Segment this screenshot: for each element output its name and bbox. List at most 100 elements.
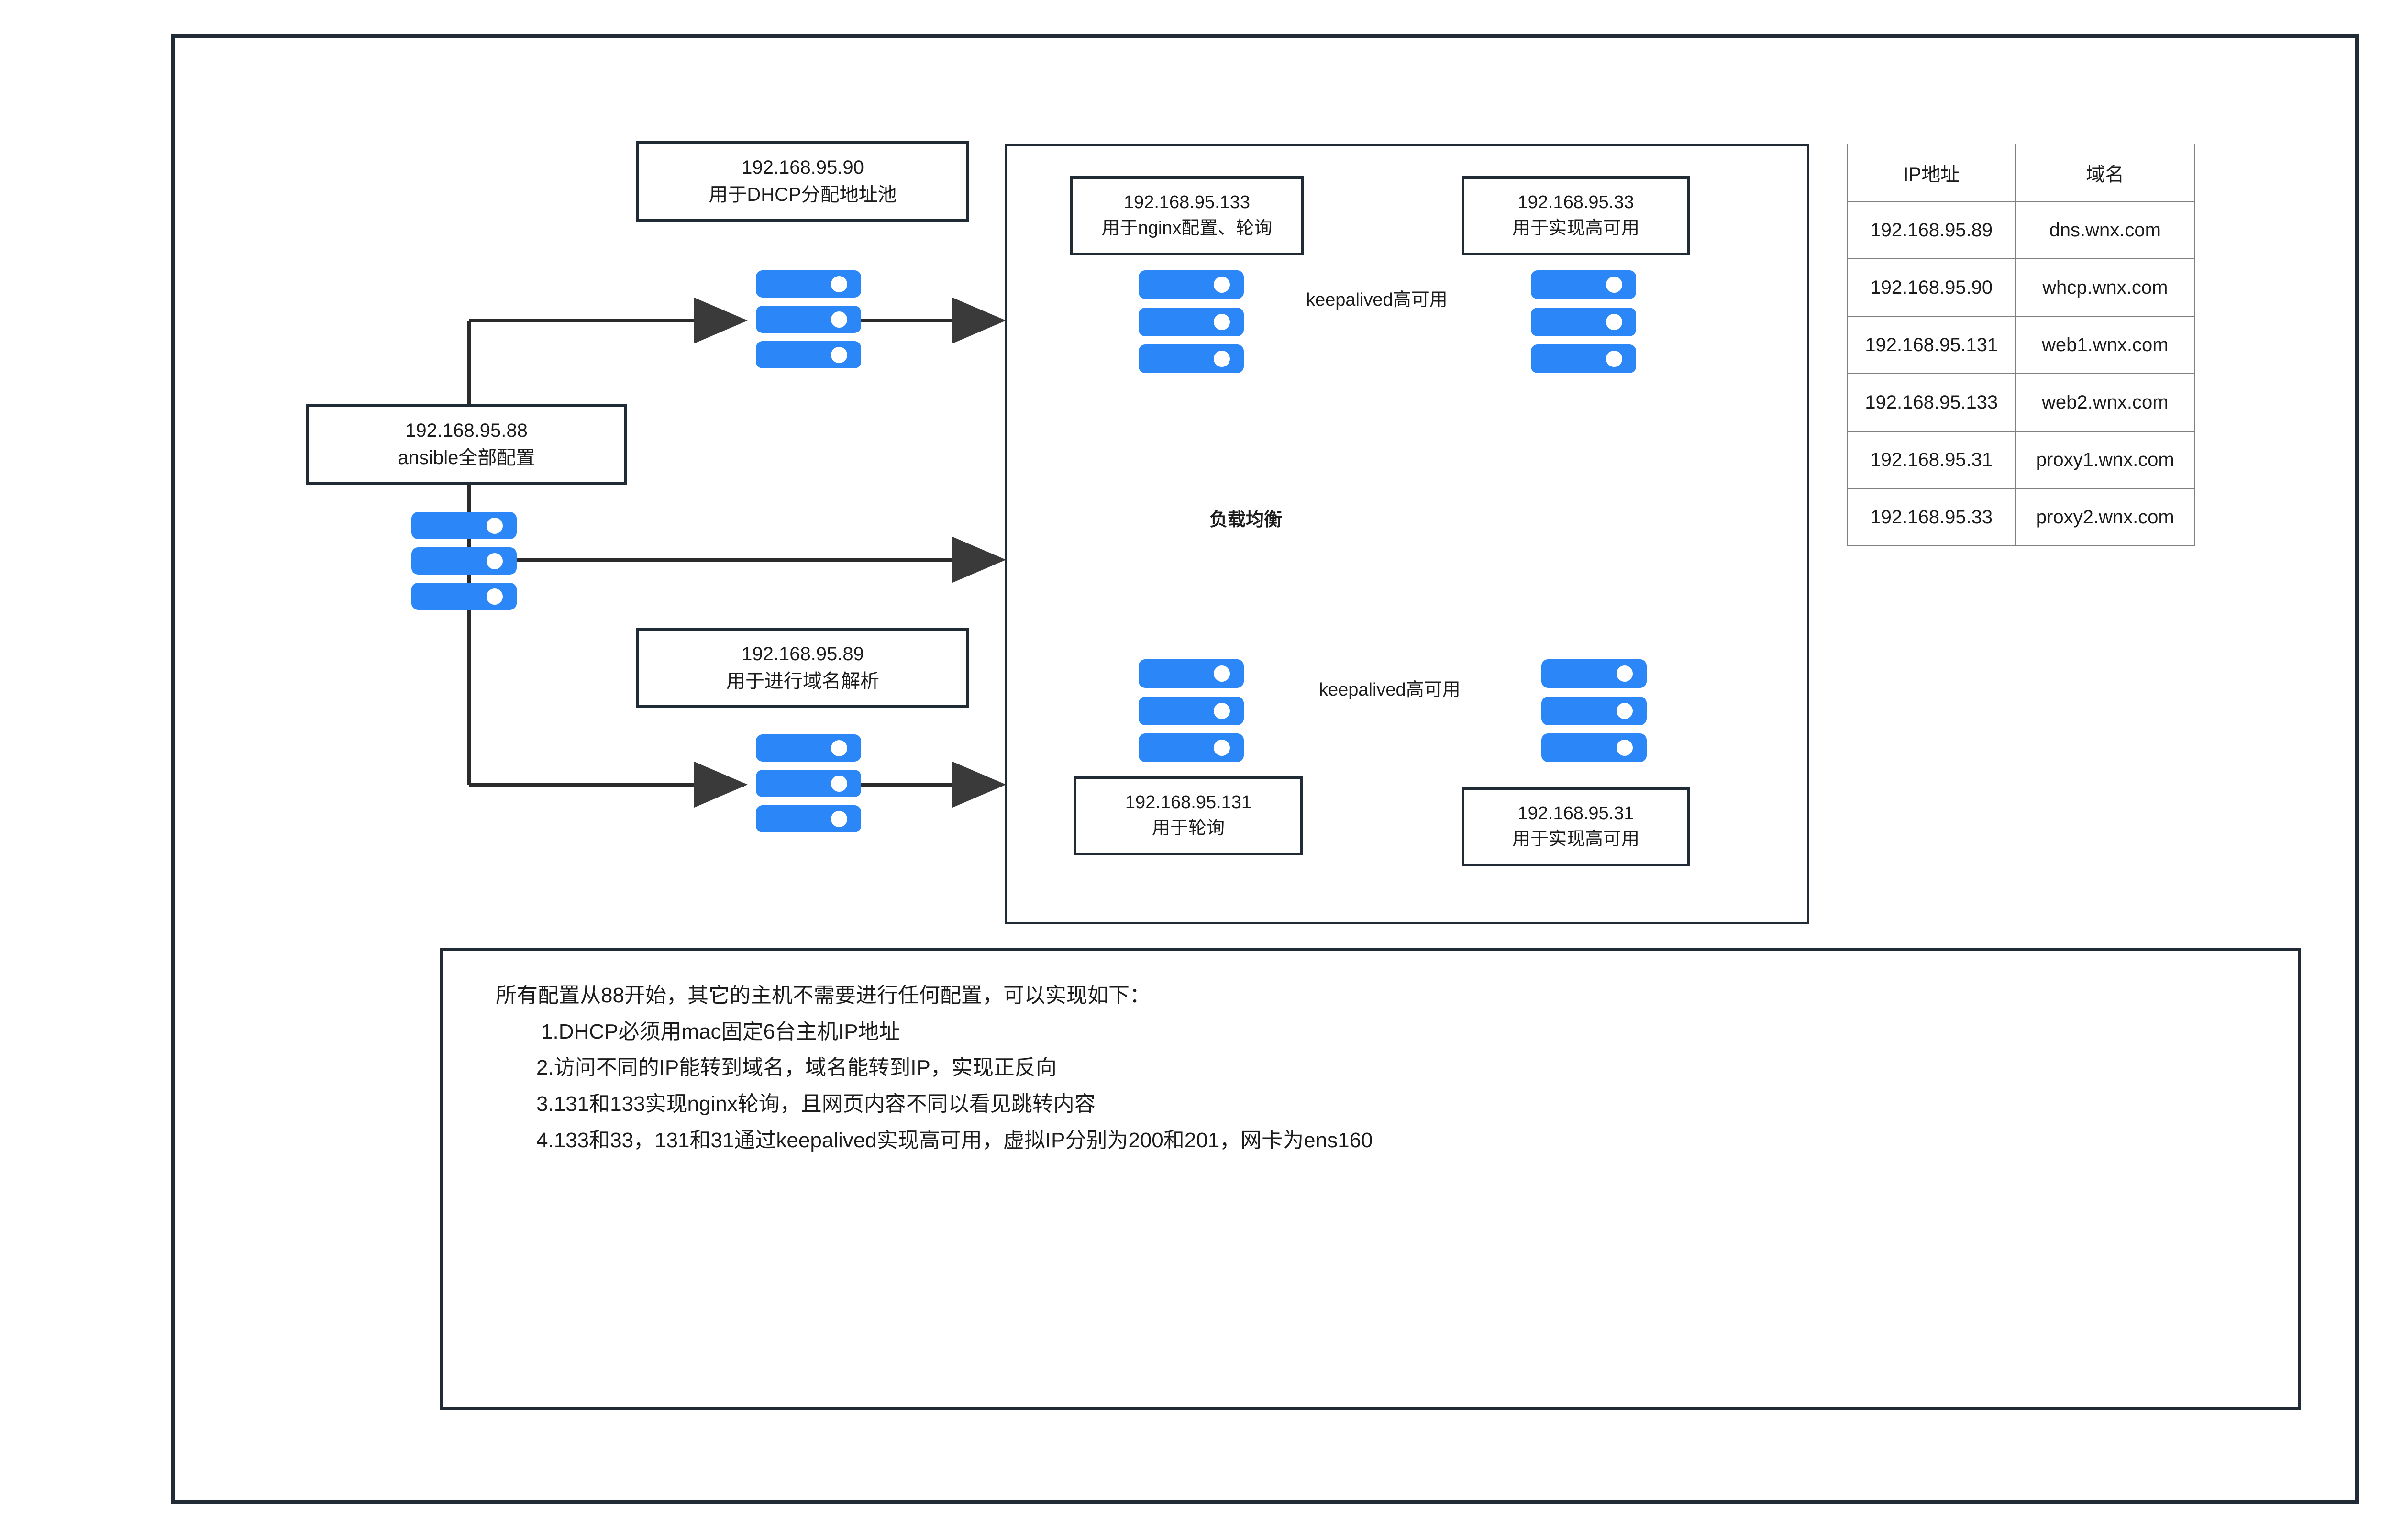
server-unit: [1139, 696, 1244, 725]
info-box-ansible: 192.168.95.88 ansible全部配置: [306, 404, 627, 485]
table-cell-domain: proxy1.wnx.com: [2015, 431, 2195, 489]
server-led-icon: [831, 276, 848, 292]
table-row: 192.168.95.33 proxy2.wnx.com: [1847, 488, 2195, 546]
server-unit: [411, 547, 517, 575]
server-led-icon: [831, 775, 848, 792]
table-cell-ip: 192.168.95.131: [1847, 316, 2016, 374]
server-led-icon: [1617, 740, 1633, 756]
table-row: 192.168.95.90 whcp.wnx.com: [1847, 258, 2195, 317]
server-unit: [1531, 270, 1636, 299]
table-cell-ip: 192.168.95.33: [1847, 488, 2016, 546]
table-cell-domain: proxy2.wnx.com: [2015, 488, 2195, 546]
table-cell-domain: dns.wnx.com: [2015, 201, 2195, 259]
server-led-icon: [1606, 313, 1623, 330]
notes-panel: 所有配置从88开始，其它的主机不需要进行任何配置，可以实现如下： 1.DHCP必…: [440, 948, 2301, 1410]
server-stack-web2: [1139, 270, 1244, 373]
table-row: 192.168.95.31 proxy1.wnx.com: [1847, 431, 2195, 489]
server-unit: [1541, 659, 1647, 688]
server-stack-ansible: [411, 512, 517, 610]
server-led-icon: [1617, 702, 1633, 719]
server-led-icon: [1617, 665, 1633, 682]
server-unit: [1531, 344, 1636, 373]
info-box-dns-ip: 192.168.95.89: [742, 643, 864, 665]
info-box-proxy1-ip: 192.168.95.31: [1517, 803, 1634, 824]
server-unit: [756, 734, 861, 762]
server-unit: [1139, 733, 1244, 762]
info-box-web2-ip: 192.168.95.133: [1123, 192, 1251, 213]
info-box-proxy2-desc: 用于实现高可用: [1512, 218, 1639, 238]
server-unit: [1541, 696, 1647, 725]
table-row: 192.168.95.131 web1.wnx.com: [1847, 316, 2195, 374]
table-cell-domain: web1.wnx.com: [2015, 316, 2195, 374]
info-box-web1-desc: 用于轮询: [1152, 818, 1225, 838]
server-led-icon: [1214, 313, 1230, 330]
server-led-icon: [1214, 740, 1230, 756]
server-led-icon: [831, 740, 848, 756]
server-unit: [1139, 270, 1244, 299]
server-led-icon: [1214, 277, 1230, 293]
table-header-domain: 域名: [2015, 144, 2195, 202]
server-stack-dhcp: [756, 270, 861, 368]
server-led-icon: [831, 810, 848, 827]
server-unit: [756, 270, 861, 298]
info-box-proxy2: 192.168.95.33 用于实现高可用: [1462, 176, 1690, 255]
info-box-dns-desc: 用于进行域名解析: [726, 671, 879, 692]
info-box-proxy1: 192.168.95.31 用于实现高可用: [1462, 787, 1690, 866]
edge-label-keepalived-top: keepalived高可用: [1306, 290, 1448, 310]
server-unit: [756, 805, 861, 832]
server-led-icon: [831, 346, 848, 363]
server-unit: [1541, 733, 1647, 762]
info-box-ansible-ip: 192.168.95.88: [405, 420, 528, 442]
server-stack-proxy2: [1531, 270, 1636, 373]
server-led-icon: [1214, 665, 1230, 682]
server-unit: [1139, 659, 1244, 688]
edge-label-keepalived-bottom: keepalived高可用: [1319, 680, 1461, 700]
table-cell-ip: 192.168.95.31: [1847, 431, 2016, 489]
server-led-icon: [831, 311, 848, 328]
info-box-proxy1-desc: 用于实现高可用: [1512, 829, 1639, 849]
table-cell-ip: 192.168.95.89: [1847, 201, 2016, 259]
info-box-web1-ip: 192.168.95.131: [1125, 792, 1252, 813]
info-box-web2-desc: 用于nginx配置、轮询: [1101, 218, 1273, 238]
table-row: 192.168.95.133 web2.wnx.com: [1847, 373, 2195, 432]
info-box-web1: 192.168.95.131 用于轮询: [1074, 776, 1303, 855]
server-unit: [1139, 344, 1244, 373]
server-unit: [756, 341, 861, 368]
server-unit: [411, 583, 517, 610]
server-led-icon: [487, 517, 503, 534]
server-unit: [756, 306, 861, 333]
info-box-dhcp-ip: 192.168.95.90: [742, 157, 864, 178]
table-header-row: IP地址 域名: [1847, 144, 2195, 202]
server-unit: [411, 512, 517, 539]
server-unit: [1531, 307, 1636, 336]
table-cell-ip: 192.168.95.90: [1847, 258, 2016, 317]
server-led-icon: [1214, 702, 1230, 719]
server-led-icon: [487, 588, 503, 605]
edge-label-load-balance: 负载均衡: [1209, 510, 1283, 530]
server-led-icon: [1606, 351, 1623, 367]
server-stack-proxy1: [1541, 659, 1647, 762]
server-unit: [756, 770, 861, 797]
server-led-icon: [1606, 277, 1623, 293]
table-row: 192.168.95.89 dns.wnx.com: [1847, 201, 2195, 259]
table-cell-ip: 192.168.95.133: [1847, 373, 2016, 432]
server-stack-web1: [1139, 659, 1244, 762]
info-box-ansible-desc: ansible全部配置: [398, 447, 535, 468]
ip-domain-table: IP地址 域名 192.168.95.89 dns.wnx.com 192.16…: [1847, 144, 2195, 546]
notes-item-1: 1.DHCP必须用mac固定6台主机IP地址: [541, 1019, 900, 1043]
table-cell-domain: whcp.wnx.com: [2015, 258, 2195, 317]
info-box-web2: 192.168.95.133 用于nginx配置、轮询: [1070, 176, 1304, 255]
notes-item-3: 3.131和133实现nginx轮询，且网页内容不同以看见跳转内容: [536, 1092, 1096, 1116]
info-box-proxy2-ip: 192.168.95.33: [1517, 192, 1634, 213]
server-stack-dns: [756, 734, 861, 832]
server-led-icon: [1214, 351, 1230, 367]
info-box-dhcp-desc: 用于DHCP分配地址池: [709, 184, 897, 205]
table-cell-domain: web2.wnx.com: [2015, 373, 2195, 432]
info-box-dhcp: 192.168.95.90 用于DHCP分配地址池: [636, 141, 969, 222]
table-header-ip: IP地址: [1847, 144, 2016, 202]
server-unit: [1139, 307, 1244, 336]
notes-heading: 所有配置从88开始，其它的主机不需要进行任何配置，可以实现如下：: [496, 984, 1151, 1007]
notes-item-4: 4.133和33，131和31通过keepalived实现高可用，虚拟IP分别为…: [536, 1128, 1373, 1152]
notes-item-2: 2.访问不同的IP能转到域名，域名能转到IP，实现正反向: [536, 1056, 1057, 1080]
